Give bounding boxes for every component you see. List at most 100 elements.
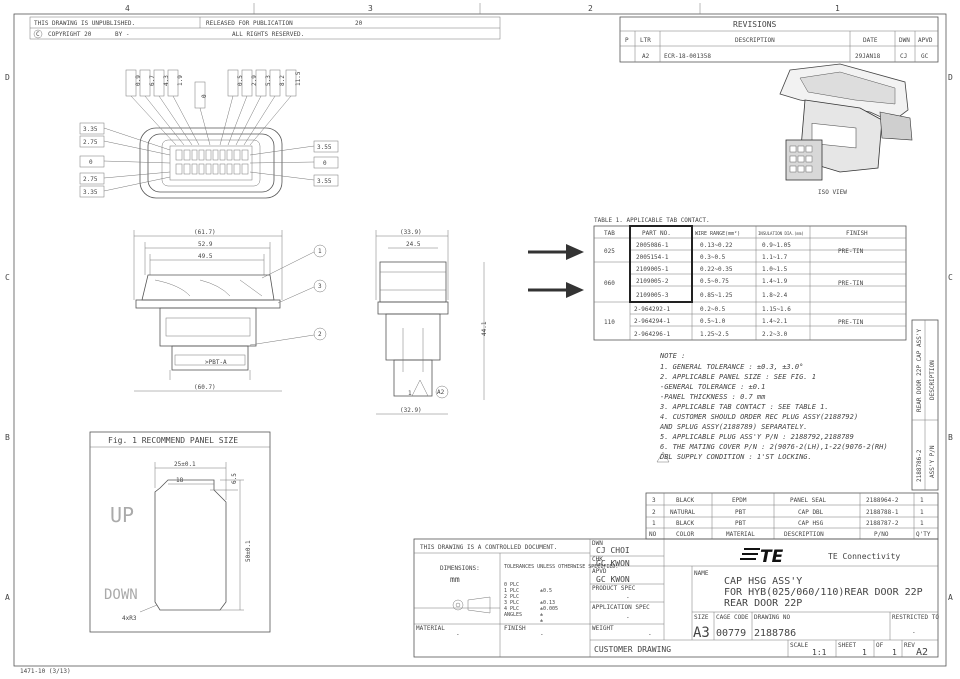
- svg-text:C: C: [36, 31, 40, 38]
- zone-row-a-right: A: [948, 593, 953, 602]
- dimensions-label: DIMENSIONS:: [440, 565, 480, 572]
- t1-ins-3: 1.0~1.5: [762, 266, 788, 273]
- left-dim-5: 3.35: [83, 189, 98, 196]
- fig1-dim-radius: 4xR3: [122, 615, 137, 622]
- bom-r3-color: BLACK: [676, 520, 694, 527]
- side-a-dim-4: (60.7): [194, 384, 216, 391]
- right-dim-3: 3.55: [317, 178, 332, 185]
- callout-2: 2: [318, 331, 322, 338]
- front-view: 0.9 6.7 4.3 1.9 0 0.5 2.9 5.3 8.2 11.5 3…: [79, 69, 339, 199]
- rev-apvd: GC: [921, 53, 929, 60]
- tol-0plc: 0 PLC: [504, 582, 519, 588]
- t1-hdr-ins: INSULATION DIA.(mm): [758, 231, 804, 236]
- name-line-2: FOR HYB(025/060/110)REAR DOOR 22P: [724, 587, 923, 598]
- t1-pn-6: 2-964292-1: [634, 306, 671, 313]
- side-b-dim-1: (33.9): [400, 229, 422, 236]
- material-label: MATERIAL: [416, 625, 445, 632]
- bom-r3-no: 1: [652, 520, 656, 527]
- fig1-dim-height: 50±0.1: [245, 540, 252, 562]
- sheet-value: 1: [862, 648, 867, 657]
- app-spec-value: -: [626, 614, 630, 621]
- t1-ins-4: 1.4~1.9: [762, 278, 788, 285]
- note-5: 5. APPLICABLE PLUG ASS'Y P/N : 2188792,2…: [660, 433, 854, 441]
- dwg-value: 2188786: [754, 628, 796, 639]
- front-dim-2: 6.7: [149, 75, 156, 86]
- fig1-title: Fig. 1 RECOMMEND PANEL SIZE: [108, 436, 238, 445]
- revisions-title: REVISIONS: [733, 20, 777, 29]
- rights-note: ALL RIGHTS RESERVED.: [232, 31, 304, 38]
- cage-value: 00779: [716, 628, 746, 639]
- rev-label: REV: [904, 642, 915, 649]
- title-block: THIS DRAWING IS A CONTROLLED DOCUMENT. D…: [413, 538, 939, 658]
- weight-value: -: [648, 631, 652, 638]
- form-number: 1471-10 (3/13): [20, 668, 71, 675]
- t1-hdr-tab: TAB: [604, 230, 615, 237]
- zone-row-b: B: [5, 433, 10, 442]
- fig1-panel-size: Fig. 1 RECOMMEND PANEL SIZE UP DOWN 25±0…: [89, 431, 271, 633]
- bom-r1-pn: 2188964-2: [866, 497, 899, 504]
- left-dim-3: 0: [89, 159, 93, 166]
- chk-value: GC KWON: [596, 559, 630, 568]
- finish-value: -: [540, 631, 544, 638]
- restricted-label: RESTRICTED TO: [892, 614, 939, 621]
- note-1: 1. GENERAL TOLERANCE : ±0.3, ±3.0°: [660, 363, 803, 371]
- of-label: OF: [876, 642, 884, 649]
- bom-hdr-color: COLOR: [676, 531, 694, 538]
- t1-wire-3: 0.22~0.35: [700, 266, 733, 273]
- warning-triangle-icon: [656, 451, 670, 463]
- front-dim-10: 11.5: [295, 71, 302, 86]
- rev-hdr-apvd: APVD: [918, 37, 933, 44]
- tol-val-4: ±: [540, 612, 543, 618]
- unpublished-note: THIS DRAWING IS UNPUBLISHED.: [34, 20, 135, 27]
- side-b-dim-2: 24.5: [406, 241, 421, 248]
- zone-col-2: 2: [588, 4, 593, 13]
- fig1-dim-18: 18: [176, 477, 184, 484]
- t1-pn-7: 2-964294-1: [634, 318, 671, 325]
- name-line-3: REAR DOOR 22P: [724, 598, 802, 609]
- t1-finish-060: PRE-TIN: [838, 280, 864, 287]
- zone-row-d: D: [5, 73, 10, 82]
- side-view-a: (61.7) 52.9 49.5 (60.7) >PBT-A 1 3 2: [133, 229, 327, 392]
- t1-ins-7: 1.4~2.1: [762, 318, 788, 325]
- rev-hdr-ltr: LTR: [640, 37, 651, 44]
- tolerances-label: TOLERANCES UNLESS OTHERWISE SPECIFIED:: [504, 564, 618, 570]
- tol-2plc: 2 PLC: [504, 594, 519, 600]
- cage-label: CAGE CODE: [716, 614, 749, 621]
- bom-r3-desc: CAP HSG: [798, 520, 824, 527]
- bill-of-materials: 3 BLACK EPDM PANEL SEAL 2188964-2 1 2 NA…: [645, 492, 939, 540]
- bom-hdr-mat: MATERIAL: [726, 531, 755, 538]
- side-b-rev-ref: A2: [437, 389, 445, 396]
- t1-pn-1: 2005086-1: [636, 242, 669, 249]
- restricted-value: -: [912, 629, 916, 636]
- t1-pn-8: 2-964296-1: [634, 331, 671, 338]
- rev-dwn: CJ: [900, 53, 907, 60]
- t1-wire-5: 0.85~1.25: [700, 292, 733, 299]
- zone-row-c: C: [5, 273, 10, 282]
- zone-col-3: 3: [368, 4, 373, 13]
- zone-col-1: 1: [835, 4, 840, 13]
- left-dim-1: 3.35: [83, 126, 98, 133]
- rev-desc: ECR-18-001358: [664, 53, 711, 60]
- side-description-tab: REAR DOOR 22P CAP ASS'Y DESCRIPTION 2188…: [911, 319, 939, 491]
- highlight-part-numbers: [629, 225, 693, 303]
- rev-date: 29JAN18: [855, 53, 881, 60]
- note-2a: -GENERAL TOLERANCE : ±0.1: [660, 383, 765, 391]
- note-2b: -PANEL THICKNESS : 0.7 mm: [660, 393, 766, 401]
- t1-tab-060: 060: [604, 280, 615, 287]
- tol-val-3: ±0.005: [540, 606, 558, 612]
- iso-view: ISO VIEW: [779, 63, 913, 196]
- t1-tab-110: 110: [604, 319, 615, 326]
- front-dim-9: 8.2: [279, 75, 286, 86]
- t1-tab-025: 025: [604, 248, 615, 255]
- bom-r2-pn: 2188788-1: [866, 509, 899, 516]
- revisions-block: REVISIONS P LTR DESCRIPTION DATE DWN APV…: [619, 16, 939, 63]
- t1-wire-4: 0.5~0.75: [700, 278, 729, 285]
- name-label: NAME: [694, 570, 709, 577]
- projection-circle-icon: [452, 599, 464, 611]
- zone-row-b-right: B: [948, 433, 953, 442]
- tol-3plc: 3 PLC: [504, 600, 519, 606]
- bom-hdr-desc: DESCRIPTION: [784, 531, 824, 538]
- fig1-up: UP: [110, 503, 134, 527]
- tol-val-1: ±0.5: [540, 588, 552, 594]
